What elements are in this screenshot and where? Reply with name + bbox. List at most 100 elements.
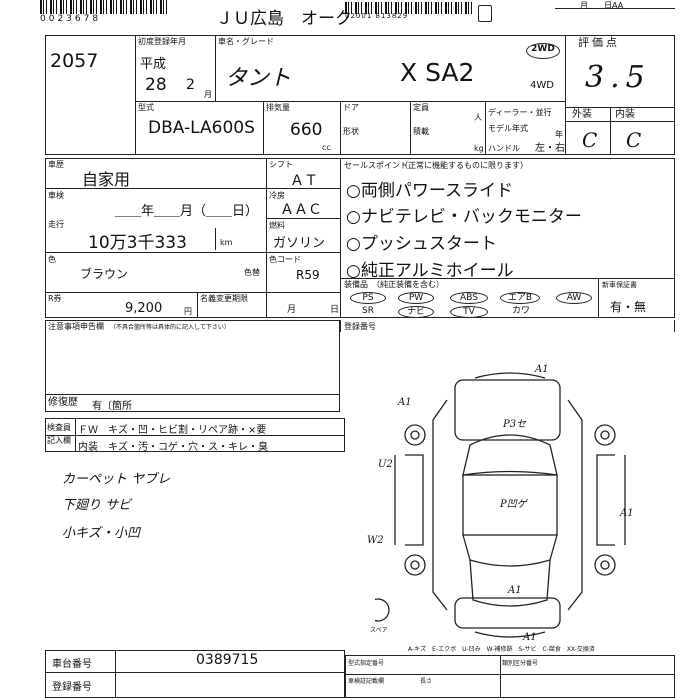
barcode-bar (458, 2, 459, 14)
damage-mark-4: U2 (378, 459, 393, 470)
equip-leather: カワ (511, 306, 530, 316)
handwritten-note-3: 小キズ・小凹 (62, 526, 141, 541)
barcode-bar (401, 2, 402, 14)
barcode-bar (448, 2, 449, 14)
barcode-bar (100, 0, 102, 14)
damage-mark-5: A1 (620, 508, 634, 519)
aircon-value: ＡＡＣ (280, 202, 322, 218)
barcode-bar (86, 0, 87, 14)
interior-line: 内装 キズ・汚・コゲ・穴・ス・キレ・臭 (78, 442, 268, 453)
mileage-value: 10万3千333 (88, 233, 187, 253)
frame-number: 0389715 (196, 652, 259, 668)
model-value: DBA-LA600S (148, 118, 255, 138)
barcode-bar (418, 2, 419, 14)
barcode-bar (106, 0, 107, 14)
equip-navi: ナビ (398, 306, 434, 318)
auction-title: ＪＵ広島 オーク (216, 9, 352, 29)
damage-mark-3: P3セ (503, 419, 527, 430)
barcode-bar (90, 0, 92, 14)
damage-legend: A-キズ E-エクボ U-凹み W-補修跡 S-サビ C-腐食 XX-交換済 (408, 646, 595, 653)
reg-month: 2 (186, 77, 195, 93)
barcode-bar (345, 2, 347, 14)
barcode-bar (150, 0, 152, 14)
barcode-bar (126, 0, 127, 14)
barcode-bar (425, 2, 427, 14)
barcode-bar (110, 0, 112, 14)
reg-era: 平成 (140, 57, 167, 72)
barcode-bar (358, 2, 359, 14)
barcode-bar (465, 2, 467, 14)
barcode-bar (391, 2, 392, 14)
barcode-bar (375, 2, 377, 14)
barcode-bar (405, 2, 407, 14)
barcode-bar (53, 0, 54, 14)
barcode-bar (96, 0, 97, 14)
page-icon (478, 5, 492, 22)
barcode-bar (103, 0, 104, 14)
damage-mark-7: W2 (367, 535, 384, 546)
barcode-bar (116, 0, 117, 14)
barcode-top-mid (345, 2, 472, 14)
cc-value: 660 (290, 120, 323, 140)
footer-right-box (345, 655, 675, 698)
barcode-bar (120, 0, 122, 14)
car-name-label: 車名・グレード (218, 37, 274, 46)
detail-block (45, 158, 675, 318)
barcode-bar (421, 2, 422, 14)
barcode-bar (63, 0, 64, 14)
barcode-bar (381, 2, 382, 14)
barcode-bar (428, 2, 429, 14)
registration-label: 登録番号 (344, 322, 376, 331)
barcode-bar (468, 2, 469, 14)
barcode-bar (355, 2, 357, 14)
int-label: 内装 (615, 109, 635, 120)
date-label: 月 日AA (580, 1, 624, 10)
equip-airbag: エアB (500, 292, 540, 304)
barcode-bar (93, 0, 94, 14)
barcode-bar (146, 0, 147, 14)
score-label: 評価点 (578, 36, 620, 49)
barcode-bar (378, 2, 379, 14)
lot-number: 2057 (50, 50, 99, 72)
barcode-bar (156, 0, 157, 14)
barcode-bar (43, 0, 44, 14)
spare-label: スペア (370, 627, 388, 634)
equip-abs: ABS (450, 292, 488, 304)
barcode-bar (438, 2, 439, 14)
barcode-bar (471, 2, 472, 14)
barcode-bar (368, 2, 369, 14)
barcode-bar (46, 0, 47, 14)
model-label: 型式 (138, 103, 154, 112)
barcode-bar (40, 0, 42, 14)
notes-box (45, 320, 340, 412)
fw-line: ＦＷ キズ・凹・ヒビ割・リペア跡・×要 (78, 425, 267, 436)
handle-value: 左・右 (535, 143, 565, 154)
barcode-bar (348, 2, 349, 14)
barcode-bar (133, 0, 134, 14)
barcode-bar (441, 2, 442, 14)
equipment-label: 装備品 (344, 280, 368, 289)
recycle-value: 9,200 (125, 301, 163, 316)
int-grade: C (626, 128, 642, 152)
first-reg-label: 初度登録年月 (138, 37, 186, 46)
fuel-value: ガソリン (273, 236, 326, 251)
color-code: R59 (296, 268, 320, 282)
barcode-bar (388, 2, 389, 14)
handwritten-note-1: カーペット ヤブレ (62, 472, 171, 487)
damage-mark-8: A1 (508, 585, 522, 596)
barcode-bar (143, 0, 144, 14)
barcode2-number: 02001 813829 (345, 12, 409, 20)
barcode-bar (60, 0, 62, 14)
manual-value: 有・無 (610, 300, 647, 314)
barcode-number: 0023678 (40, 14, 102, 24)
barcode-bar (50, 0, 52, 14)
barcode-bar (445, 2, 447, 14)
barcode-bar (361, 2, 362, 14)
ext-grade: C (582, 128, 598, 152)
barcode-bar (385, 2, 387, 14)
barcode-bar (351, 2, 352, 14)
handwritten-note-2: 下廻り サビ (62, 498, 132, 513)
barcode-bar (153, 0, 154, 14)
ext-label: 外装 (572, 109, 592, 120)
barcode-bar (408, 2, 409, 14)
